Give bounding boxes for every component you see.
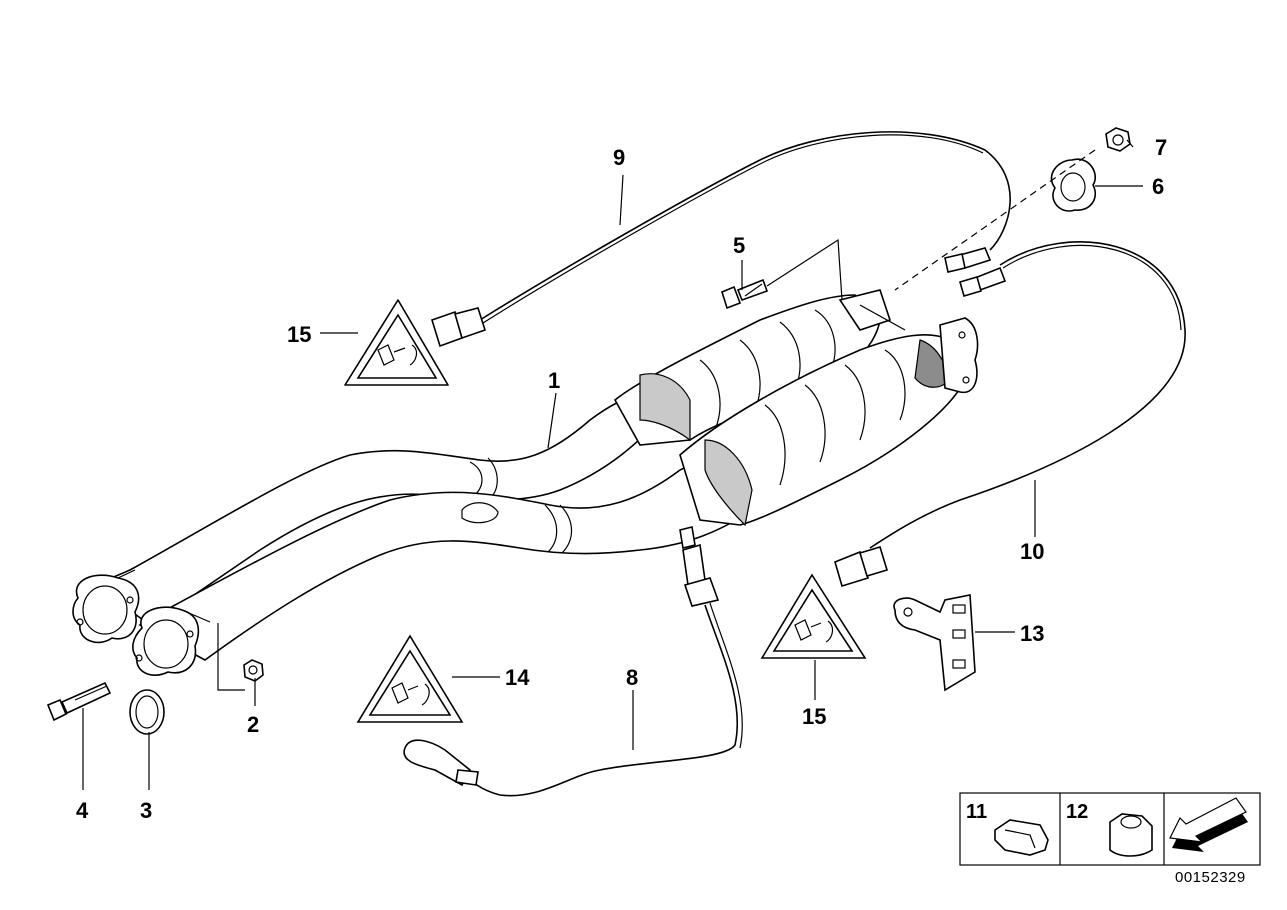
bolt-item-5[interactable] <box>721 238 843 310</box>
nut-item-2[interactable] <box>243 659 264 682</box>
callout-8: 8 <box>626 665 638 690</box>
callout-5: 5 <box>733 233 745 258</box>
direction-arrow-icon <box>1169 797 1248 852</box>
nut-item-7[interactable] <box>1105 127 1131 152</box>
callout-2: 2 <box>247 712 259 737</box>
warning-triangle-15-right <box>760 573 867 659</box>
gasket-item-3[interactable] <box>129 689 165 735</box>
leader-lines <box>82 139 1143 790</box>
nut-item-12-icon <box>1109 813 1153 857</box>
callout-9: 9 <box>613 145 625 170</box>
oxygen-sensor-item-10[interactable] <box>834 241 1186 588</box>
gasket-item-6[interactable] <box>1050 158 1097 212</box>
bracket-item-13[interactable] <box>893 594 976 692</box>
diagram-id: 00152329 <box>1175 869 1246 886</box>
callout-3: 3 <box>140 798 152 823</box>
inset-item-11-number: 11 <box>966 801 987 823</box>
callout-6: 6 <box>1152 174 1164 199</box>
callout-10: 10 <box>1020 539 1044 564</box>
callout-1: 1 <box>548 368 560 393</box>
oxygen-sensor-item-9[interactable] <box>431 131 1011 348</box>
callout-13: 13 <box>1020 621 1044 646</box>
warning-triangle-14 <box>356 634 464 723</box>
clip-item-11-icon <box>994 819 1049 856</box>
assembly-dashed-line <box>894 149 1096 291</box>
warning-triangle-15-left <box>344 299 449 386</box>
callout-14: 14 <box>505 665 530 690</box>
bolt-item-4[interactable] <box>46 681 112 722</box>
oxygen-sensor-item-8[interactable] <box>403 526 743 797</box>
catalytic-converter[interactable] <box>613 289 979 527</box>
callout-15-right: 15 <box>802 704 826 729</box>
callout-7: 7 <box>1155 135 1167 160</box>
inset-item-12-number: 12 <box>1066 801 1088 823</box>
callout-15-left: 15 <box>287 322 311 347</box>
callout-4: 4 <box>76 798 89 823</box>
